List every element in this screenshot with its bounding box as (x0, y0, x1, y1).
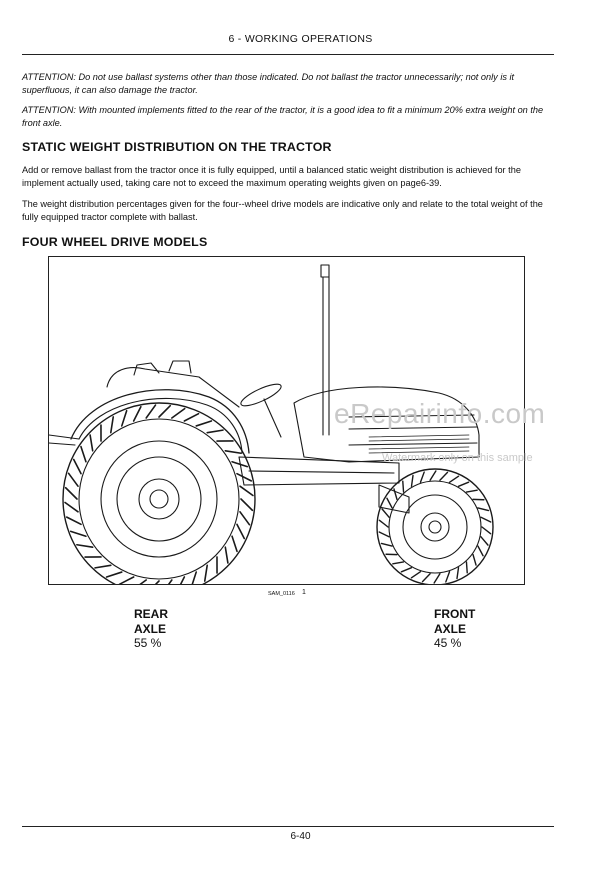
front-axle-housing (378, 484, 410, 514)
rear-axle-label: REAR AXLE 55 % (134, 607, 168, 651)
watermark-text: eRepairinfo.com (334, 398, 546, 429)
attention-note-1: ATTENTION: Do not use ballast systems ot… (22, 72, 515, 95)
front-axle-line1: FRONT (434, 607, 476, 621)
section-heading: STATIC WEIGHT DISTRIBUTION ON THE TRACTO… (22, 140, 332, 154)
steering-wheel (240, 383, 282, 407)
tractor-figure (48, 256, 525, 585)
rear-axle-line1: REAR (134, 607, 169, 621)
section-paragraph-2: The weight distribution percentages give… (22, 199, 543, 222)
rear-wheel (62, 402, 256, 584)
attention-note-2: ATTENTION: With mounted implements fitte… (22, 105, 544, 128)
footer-rule (22, 826, 554, 827)
front-wheel (376, 468, 494, 584)
front-axle-label: FRONT AXLE 45 % (434, 607, 475, 651)
front-axle-line2: AXLE (434, 621, 467, 636)
section-paragraph-1: Add or remove ballast from the tractor o… (22, 165, 521, 188)
front-axle-percent: 45 % (434, 636, 462, 650)
rear-axle-percent: 55 % (134, 636, 162, 650)
grille (368, 434, 470, 454)
rear-fender (70, 389, 250, 454)
subheading: FOUR WHEEL DRIVE MODELS (22, 235, 208, 249)
watermark-subtext: Watermark only on this sample (382, 452, 533, 464)
bonnet-outline (293, 386, 480, 463)
page-number: 6-40 (290, 831, 311, 842)
header-rule (22, 54, 554, 55)
exhaust-cap (320, 264, 330, 278)
page-header: 6 - WORKING OPERATIONS (228, 33, 373, 45)
figure-number: 1 (302, 589, 306, 596)
figure-code: SAM_0116 (268, 591, 295, 597)
rear-hitch (49, 434, 80, 446)
seat-frame (106, 367, 240, 408)
tractor-illustration (49, 264, 494, 584)
rear-axle-line2: AXLE (134, 621, 167, 636)
